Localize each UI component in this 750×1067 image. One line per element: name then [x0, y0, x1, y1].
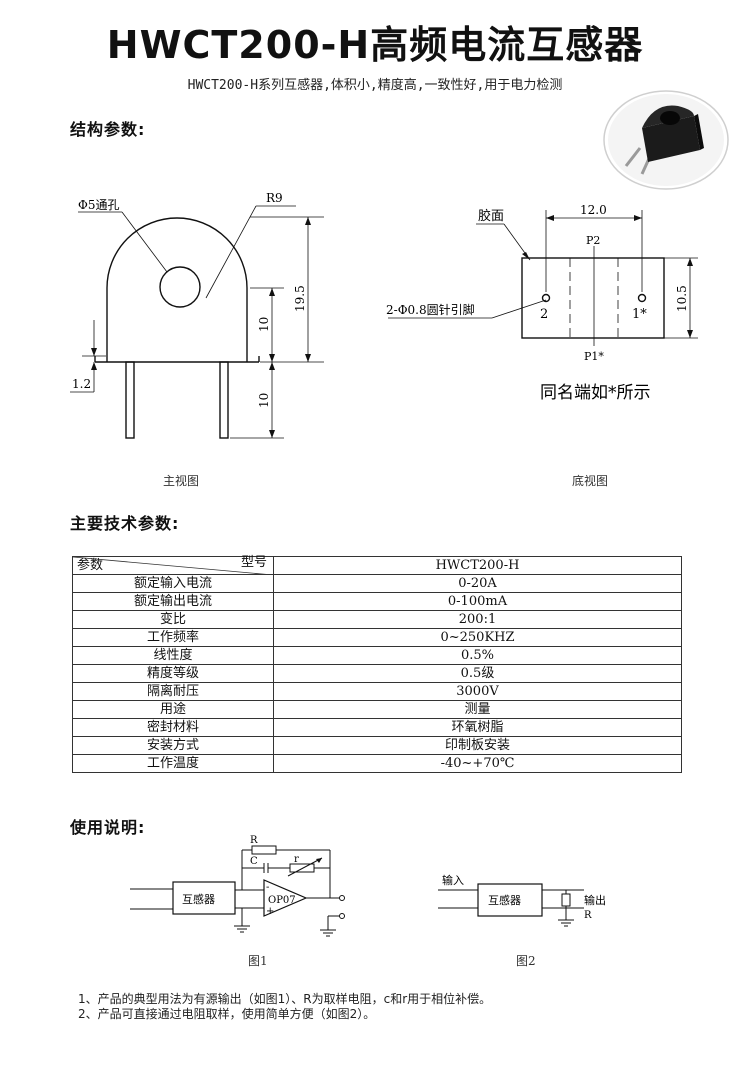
- param-cell: 变比: [72, 610, 274, 629]
- header-param: 参数: [77, 558, 104, 573]
- table-row: 安装方式印制板安装: [72, 736, 682, 755]
- table-row: 密封材料环氧树脂: [72, 718, 682, 737]
- radius-label: R9: [266, 191, 283, 205]
- value-cell: -40~+70℃: [273, 754, 682, 773]
- figure2-circuit: 输入 互感器 输出 R: [438, 873, 606, 927]
- glue-label: 胶面: [478, 208, 504, 224]
- dim-body-label: 10: [257, 317, 271, 332]
- fig1-minus-label: -: [266, 882, 269, 893]
- usage-notes: 1、产品的典型用法为有源输出（如图1）、R为取样电阻，c和r用于相位补偿。 2、…: [78, 992, 491, 1022]
- dim-base-label: 1.2: [72, 377, 91, 391]
- p2-label: P2: [586, 234, 600, 247]
- fig2-block-label: 互感器: [488, 894, 521, 907]
- fig1-R-label: R: [250, 835, 258, 846]
- param-cell: 额定输出电流: [72, 592, 274, 611]
- table-row: 用途测量: [72, 700, 682, 719]
- page-subtitle: HWCT200-H系列互感器,体积小,精度高,一致性好,用于电力检测: [187, 78, 563, 93]
- fig1-C-label: C: [250, 856, 258, 867]
- tech-heading: 主要技术参数:: [70, 514, 180, 533]
- param-cell: 隔离耐压: [72, 682, 274, 701]
- fig1-block-label: 互感器: [182, 893, 215, 906]
- value-cell: 200:1: [273, 610, 682, 629]
- bottom-view-drawing: 胶面 12.0 10.5 P2 P1* 2 1* 2-Φ0.8圆针引脚 同名端如…: [386, 203, 698, 403]
- fig1-r-label: r: [294, 854, 299, 865]
- table-header-row: 参数 型号 HWCT200-H: [72, 555, 682, 575]
- table-row: 工作温度-40~+70℃: [72, 754, 682, 773]
- value-cell: 环氧树脂: [273, 718, 682, 737]
- value-cell: 3000V: [273, 682, 682, 701]
- hole-label: Φ5通孔: [78, 198, 119, 212]
- pin2-label: 2: [540, 307, 548, 322]
- header-cell: 参数 型号: [72, 555, 274, 575]
- p1-label: P1*: [584, 350, 604, 363]
- front-view-caption: 主视图: [163, 474, 200, 488]
- param-cell: 用途: [72, 700, 274, 719]
- note-line: 2、产品可直接通过电阻取样，使用简单方便（如图2）。: [78, 1007, 376, 1021]
- fig1-opamp-label: OP07: [268, 895, 296, 906]
- figure1-caption: 图1: [248, 954, 268, 968]
- param-cell: 线性度: [72, 646, 274, 665]
- dim-height-label: 19.5: [293, 285, 307, 312]
- fig1-plus-label: +: [266, 906, 274, 917]
- page-title: HWCT200-H高频电流互感器: [106, 23, 644, 67]
- value-cell: 0-20A: [273, 574, 682, 593]
- param-cell: 工作温度: [72, 754, 274, 773]
- value-cell: 0~250KHZ: [273, 628, 682, 647]
- value-cell: 印制板安装: [273, 736, 682, 755]
- note-line: 1、产品的典型用法为有源输出（如图1）、R为取样电阻，c和r用于相位补偿。: [78, 992, 492, 1006]
- fig2-input-label: 输入: [442, 873, 464, 887]
- param-cell: 工作频率: [72, 628, 274, 647]
- value-cell: 0-100mA: [273, 592, 682, 611]
- value-cell: 0.5%: [273, 646, 682, 665]
- front-view-drawing: Φ5通孔 R9 19.5 10 10 1.2: [70, 191, 324, 439]
- figure2-caption: 图2: [516, 954, 536, 968]
- structure-heading: 结构参数:: [70, 120, 146, 139]
- dim-pin-label: 10: [257, 393, 271, 408]
- value-cell: 0.5级: [273, 664, 682, 683]
- usage-heading: 使用说明:: [70, 818, 146, 837]
- fig2-R-label: R: [584, 910, 592, 921]
- product-photo: [602, 88, 730, 190]
- fig2-output-label: 输出: [584, 893, 606, 907]
- pin1-label: 1*: [632, 307, 647, 322]
- bottom-view-caption: 底视图: [572, 474, 609, 488]
- header-model: 型号: [240, 555, 267, 570]
- dim-width-label: 12.0: [580, 203, 607, 217]
- param-cell: 安装方式: [72, 736, 274, 755]
- param-cell: 额定输入电流: [72, 574, 274, 593]
- header-diagonal: [73, 557, 273, 575]
- polarity-note: 同名端如*所示: [540, 383, 651, 403]
- param-cell: 密封材料: [72, 718, 274, 737]
- figure1-circuit: R C r 互感器 OP07 - +: [130, 835, 345, 937]
- param-cell: 精度等级: [72, 664, 274, 683]
- dim-height-label-bottom: 10.5: [675, 285, 689, 312]
- model-cell: HWCT200-H: [273, 556, 682, 575]
- value-cell: 测量: [273, 700, 682, 719]
- pin-spec-label: 2-Φ0.8圆针引脚: [386, 302, 475, 317]
